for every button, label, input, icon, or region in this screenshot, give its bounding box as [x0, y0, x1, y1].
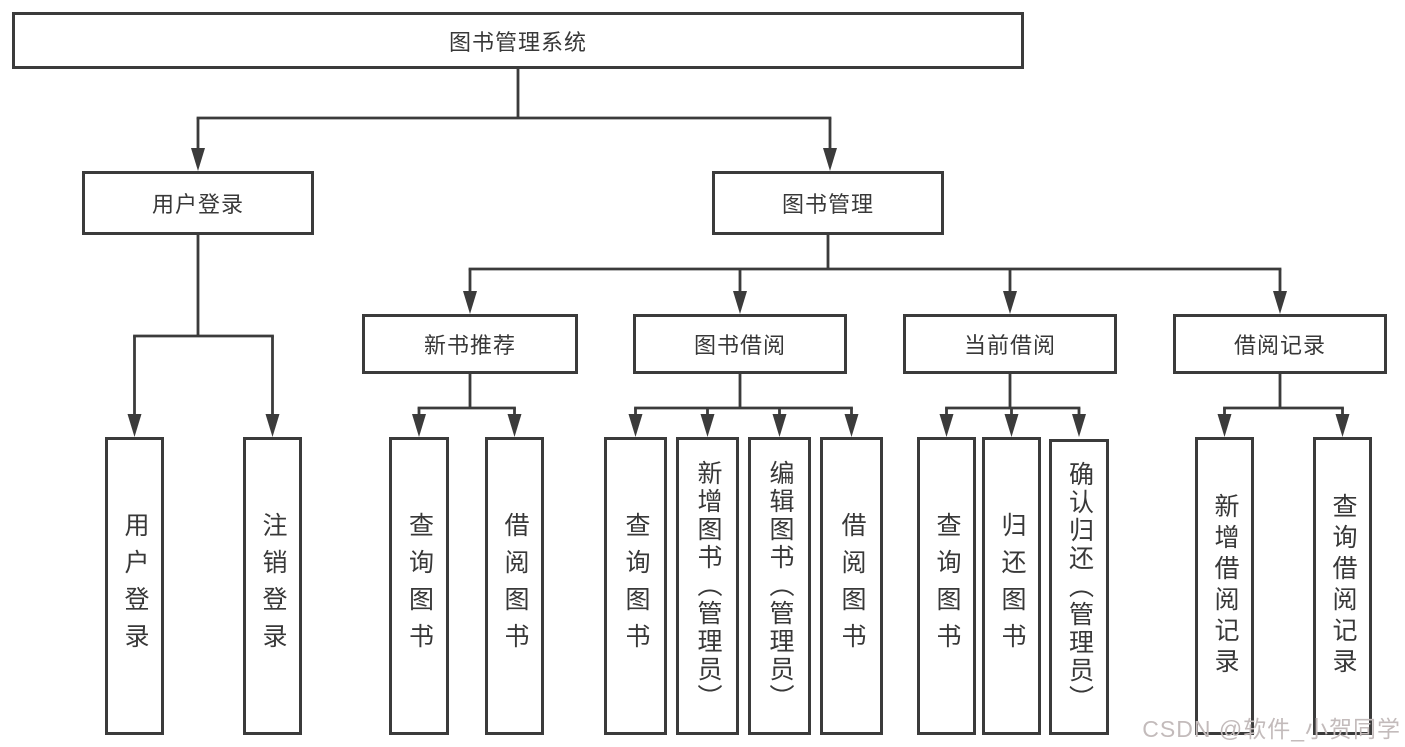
- node-cb-confirm-return-admin: 确认归还（管理员）: [1049, 439, 1109, 735]
- node-current-borrowing: 当前借阅: [903, 314, 1117, 374]
- node-cb-return-books: 归还图书: [982, 437, 1041, 735]
- node-rec-borrow-books: 借阅图书: [485, 437, 544, 735]
- node-book-management: 图书管理: [712, 171, 944, 235]
- node-book-borrowing: 图书借阅: [633, 314, 847, 374]
- node-library-system: 图书管理系统: [12, 12, 1024, 69]
- node-user-login-group: 用户登录: [82, 171, 314, 235]
- node-bb-borrow-books: 借阅图书: [820, 437, 883, 735]
- node-bb-edit-books-admin: 编辑图书（管理员）: [748, 437, 811, 735]
- node-borrowing-records: 借阅记录: [1173, 314, 1387, 374]
- node-br-add-borrow-record: 新增借阅记录: [1195, 437, 1254, 735]
- node-rec-query-books: 查询图书: [389, 437, 449, 735]
- node-bb-add-books-admin: 新增图书（管理员）: [676, 437, 739, 735]
- node-bb-query-books: 查询图书: [604, 437, 667, 735]
- node-logout: 注销登录: [243, 437, 302, 735]
- node-br-query-borrow-record: 查询借阅记录: [1313, 437, 1372, 735]
- node-new-book-recommend: 新书推荐: [362, 314, 578, 374]
- watermark: CSDN @软件_小贺同学: [1142, 716, 1401, 742]
- node-cb-query-books: 查询图书: [917, 437, 976, 735]
- node-user-login: 用户登录: [105, 437, 164, 735]
